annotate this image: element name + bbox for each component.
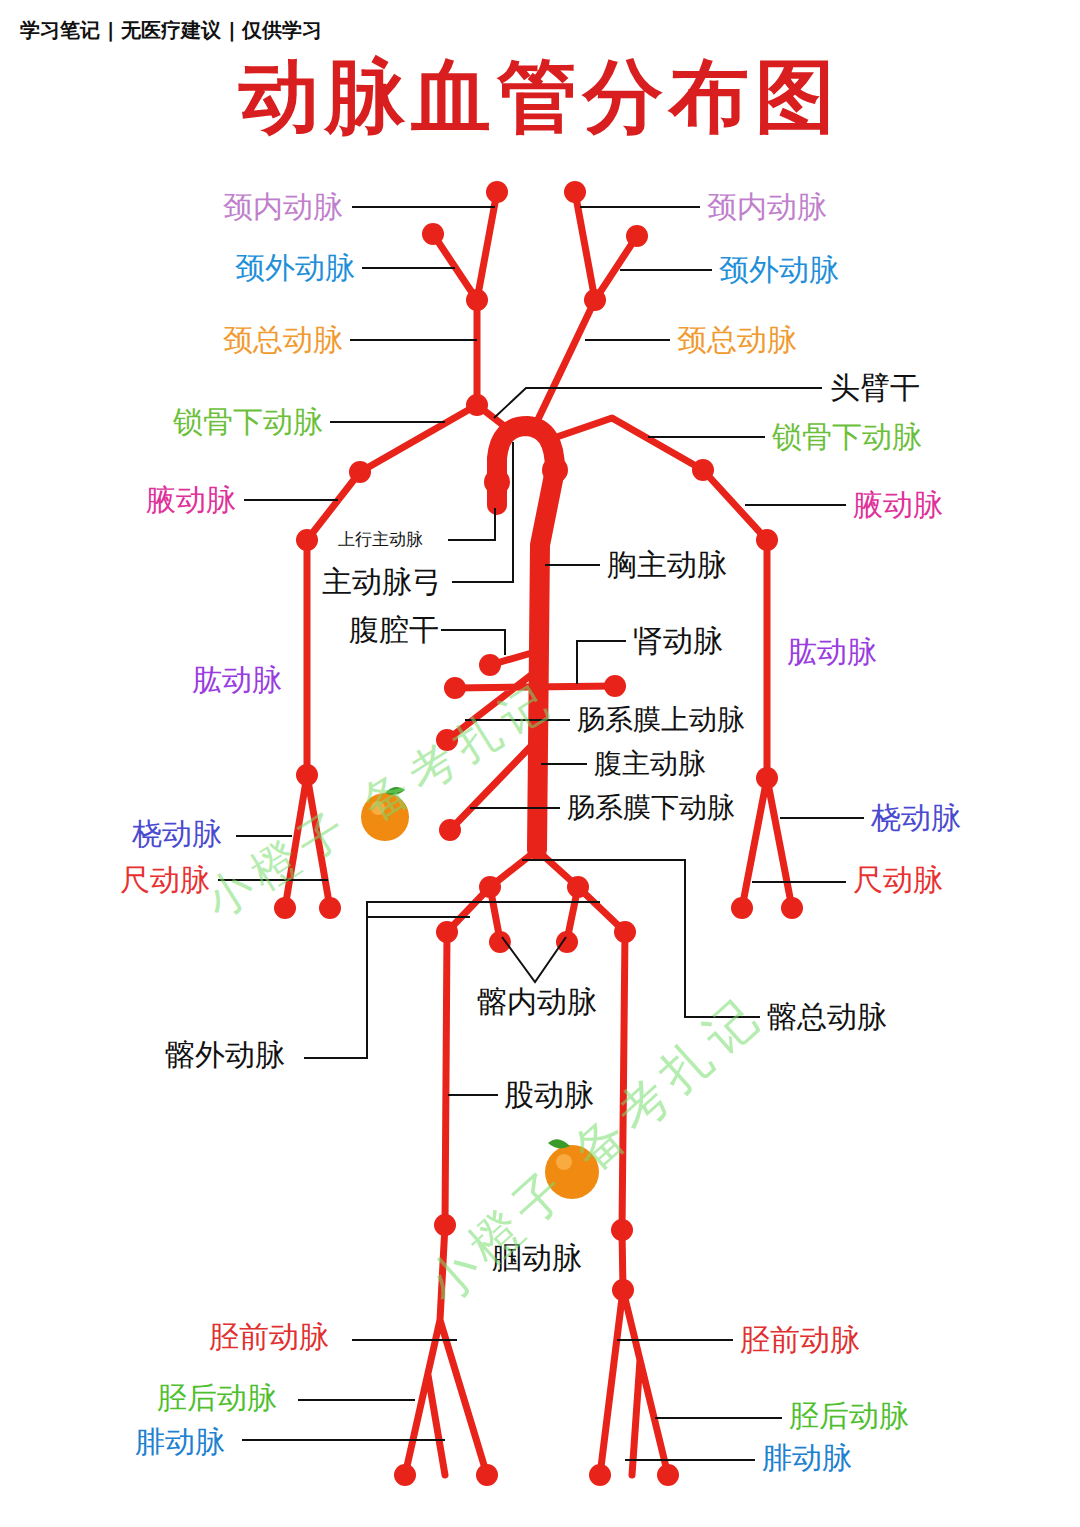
artery-label: 颈外动脉 (717, 253, 841, 288)
artery-label: 肠系膜下动脉 (565, 792, 737, 824)
artery-label: 肾动脉 (631, 624, 725, 659)
artery-label: 肱动脉 (190, 663, 284, 698)
artery-label: 腹腔干 (347, 613, 441, 648)
artery-label: 胫后动脉 (787, 1399, 911, 1434)
watermark: 小橙子 备考扎记 (416, 985, 774, 1315)
artery-label: 颈内动脉 (221, 190, 345, 225)
artery-label: 胸主动脉 (605, 548, 729, 583)
artery-label: 尺动脉 (118, 863, 212, 898)
artery-label: 股动脉 (502, 1078, 596, 1113)
artery-label: 主动脉弓 (320, 565, 444, 600)
header-note: 学习笔记 | 无医疗建议 | 仅供学习 (20, 19, 322, 42)
artery-label: 颈总动脉 (675, 323, 799, 358)
watermark: 小橙子 备考扎记 (196, 671, 564, 928)
artery-label: 锁骨下动脉 (770, 420, 924, 455)
artery-label: 头臂干 (828, 371, 922, 406)
artery-label: 髂总动脉 (765, 1000, 889, 1035)
artery-label: 髂内动脉 (475, 985, 599, 1020)
artery-label: 桡动脉 (130, 817, 224, 852)
artery-label: 腓动脉 (760, 1441, 854, 1476)
artery-label: 桡动脉 (869, 801, 963, 836)
artery-label: 髂外动脉 (163, 1038, 287, 1073)
artery-label: 腹主动脉 (592, 748, 708, 780)
artery-label: 腋动脉 (851, 488, 945, 523)
artery-label: 上行主动脉 (336, 530, 425, 550)
artery-label: 锁骨下动脉 (171, 405, 325, 440)
artery-label: 腓动脉 (133, 1425, 227, 1460)
artery-label: 尺动脉 (851, 863, 945, 898)
artery-label: 胫后动脉 (155, 1381, 279, 1416)
page-title: 动脉血管分布图 (239, 44, 841, 152)
artery-label: 颈总动脉 (221, 323, 345, 358)
artery-label: 颈内动脉 (705, 190, 829, 225)
artery-label: 颈外动脉 (233, 251, 357, 286)
artery-label: 肱动脉 (785, 635, 879, 670)
artery-label: 胫前动脉 (738, 1323, 862, 1358)
artery-label: 胫前动脉 (207, 1320, 331, 1355)
artery-label: 肠系膜上动脉 (575, 704, 747, 736)
artery-label: 腋动脉 (144, 483, 238, 518)
